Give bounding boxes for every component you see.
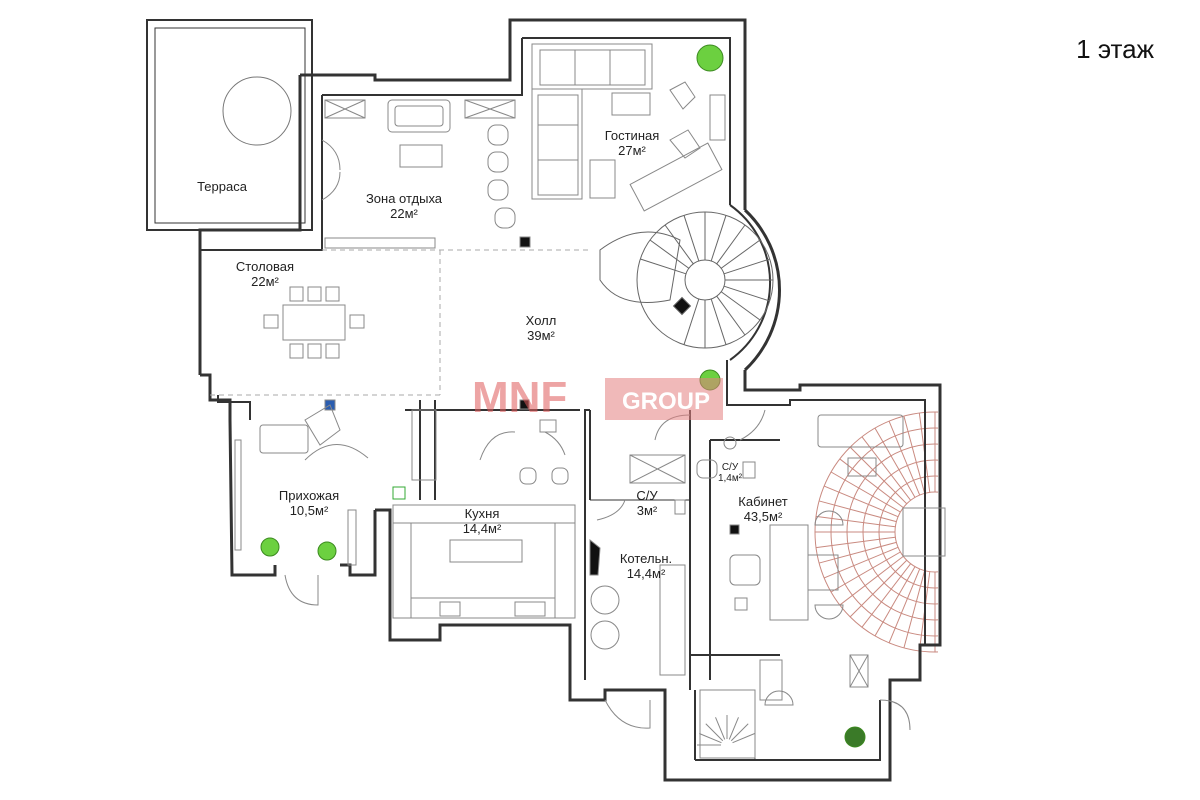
svg-text:MNF: MNF	[472, 373, 567, 422]
room-label-terrace: Терраса	[197, 179, 248, 194]
walls	[146, 18, 942, 782]
plant-icon	[260, 537, 280, 557]
room-label-kitchen: Кухня	[465, 506, 500, 521]
room-label-dining: Столовая	[236, 259, 294, 274]
paving-mask	[938, 400, 1200, 700]
room-labels: Терраса Зона отдыха 22м² Гостиная 27м² С…	[197, 128, 788, 581]
kitchen-furniture	[392, 399, 576, 619]
plant-icon	[844, 726, 866, 748]
room-label-lounge: Зона отдыха	[366, 191, 443, 206]
room-label-hall: Холл	[526, 313, 557, 328]
room-label-bath2: С/У	[722, 462, 739, 473]
floor-title: 1 этаж	[1076, 34, 1154, 64]
room-area-hall: 39м²	[527, 328, 555, 343]
room-area-boiler: 14,4м²	[627, 566, 666, 581]
room-area-bath2: 1,4м²	[718, 473, 743, 484]
room-label-bath1: С/У	[636, 488, 658, 503]
room-area-lounge: 22м²	[390, 206, 418, 221]
room-area-dining: 22м²	[251, 274, 279, 289]
watermark-logo: MNF GROUP	[472, 373, 723, 422]
room-label-living: Гостиная	[605, 128, 660, 143]
plant-icon	[696, 44, 724, 72]
room-label-study: Кабинет	[738, 494, 787, 509]
living-furniture	[519, 43, 726, 248]
study-furniture	[697, 414, 946, 759]
lounge-furniture	[321, 99, 516, 249]
entrance-furniture	[234, 404, 406, 606]
spiral-staircase	[599, 211, 774, 349]
room-area-living: 27м²	[618, 143, 646, 158]
room-area-bath1: 3м²	[637, 503, 658, 518]
room-area-study: 43,5м²	[744, 509, 783, 524]
room-label-entrance: Прихожая	[279, 488, 339, 503]
room-label-boiler: Котельн.	[620, 551, 672, 566]
zone-boundaries	[210, 249, 590, 396]
room-area-kitchen: 14,4м²	[463, 521, 502, 536]
terrace-table	[222, 76, 292, 146]
room-area-entrance: 10,5м²	[290, 503, 329, 518]
dining-furniture	[263, 286, 365, 411]
plant-icon	[317, 541, 337, 561]
svg-text:GROUP: GROUP	[622, 388, 710, 415]
service-furniture	[589, 409, 766, 729]
